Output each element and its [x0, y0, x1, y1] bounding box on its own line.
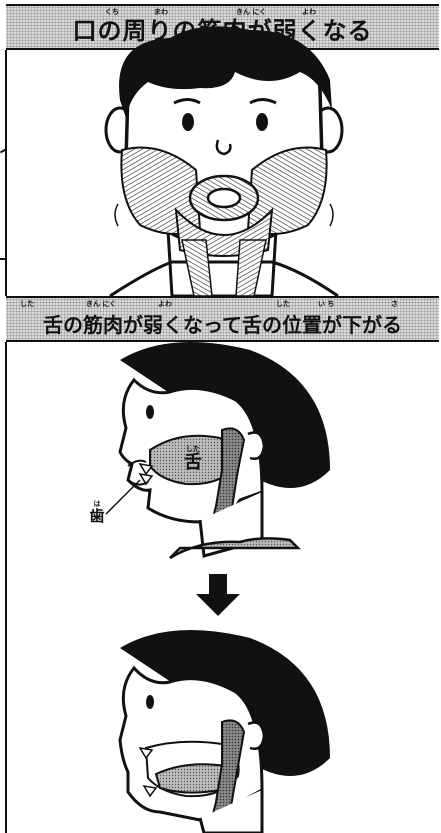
- ruby-yowa: よわ: [302, 8, 316, 16]
- down-arrow-icon: [196, 574, 240, 616]
- side-view-weakened: [118, 630, 330, 833]
- ruby-shita-2: した: [276, 300, 290, 308]
- tooth-label: は 歯: [86, 500, 108, 525]
- side-view-normal: [105, 342, 330, 560]
- tooth-ruby: は: [93, 500, 101, 508]
- panel-border-left-bottom: [5, 342, 7, 833]
- tongue-kanji: 舌: [184, 452, 202, 473]
- ruby-kuchi: くち: [105, 8, 119, 16]
- tongue-ruby: した: [186, 445, 200, 453]
- ruby-kinniku: きん にく: [236, 8, 267, 16]
- ruby-ichi: い ち: [318, 300, 335, 308]
- middle-banner-title: 舌の筋肉が弱くなって舌の位置が下がる: [43, 313, 402, 337]
- ruby-mawa: まわ: [154, 8, 168, 16]
- front-face-figure: [104, 26, 344, 298]
- panel-notch-bottom: [0, 258, 6, 260]
- ruby-kinniku-2: きん にく: [86, 300, 117, 308]
- ruby-sa: さ: [391, 300, 398, 308]
- ruby-shita-1: した: [20, 300, 34, 308]
- panel-border-left-top: [5, 50, 7, 296]
- ruby-yowa-2: よわ: [158, 300, 172, 308]
- middle-banner: した きん にく よわ した い ち さ 舌の筋肉が弱くなって舌の位置が下がる: [6, 296, 439, 342]
- tongue-label: した 舌: [178, 445, 208, 473]
- tooth-kanji: 歯: [89, 507, 105, 525]
